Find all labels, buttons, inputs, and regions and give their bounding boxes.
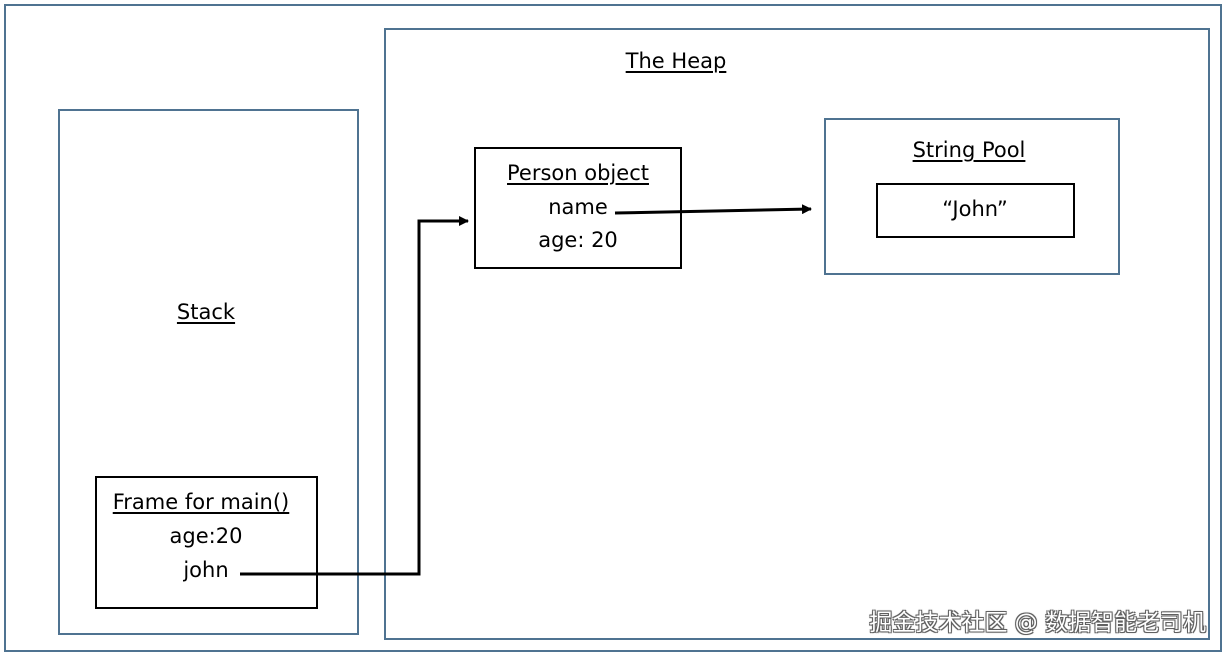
main-frame-title: Frame for main() bbox=[112, 490, 290, 514]
stack-title: Stack bbox=[176, 300, 236, 324]
string-pool-title: String Pool bbox=[912, 138, 1026, 162]
main-frame-age: age:20 bbox=[169, 524, 243, 548]
string-pool-region bbox=[824, 118, 1120, 275]
watermark-text: 掘金技术社区 @ 数据智能老司机 bbox=[869, 610, 1206, 636]
person-object-title: Person object bbox=[507, 161, 649, 185]
main-frame-john-ref: john bbox=[183, 558, 229, 582]
outer-frame bbox=[4, 4, 1222, 652]
john-string-value: “John” bbox=[942, 197, 1008, 221]
john-string-box bbox=[876, 183, 1075, 238]
person-name-field: name bbox=[548, 195, 608, 219]
heap-title: The Heap bbox=[625, 49, 727, 73]
person-age-field: age: 20 bbox=[538, 228, 618, 252]
